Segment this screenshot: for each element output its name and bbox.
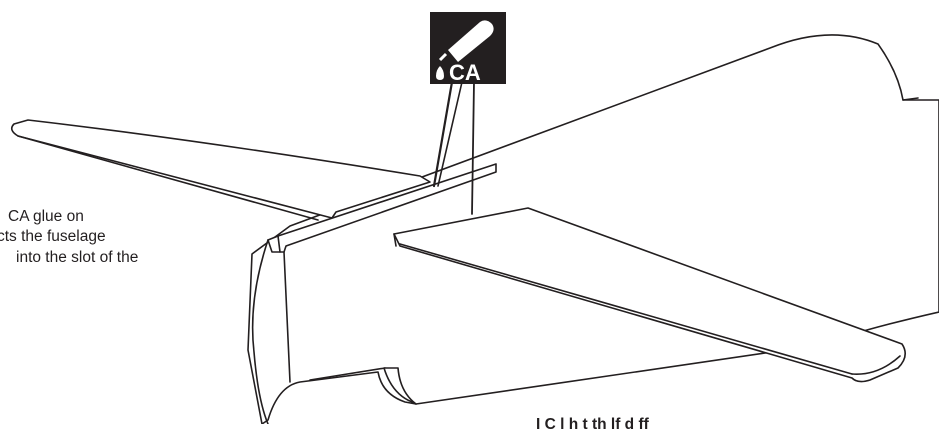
caption-line-1: CA glue on [8, 208, 84, 226]
caption-bottom-fragment: I C l h t th lf d ff [536, 416, 649, 434]
ca-glue-bottle-icon: CA [430, 12, 506, 85]
caption-line-2: cts the fuselage [0, 228, 106, 246]
ca-icon-label: CA [449, 60, 481, 85]
caption-line-3: into the slot of the [16, 249, 138, 267]
airplane-tail-assembly-diagram: CA [0, 0, 939, 424]
